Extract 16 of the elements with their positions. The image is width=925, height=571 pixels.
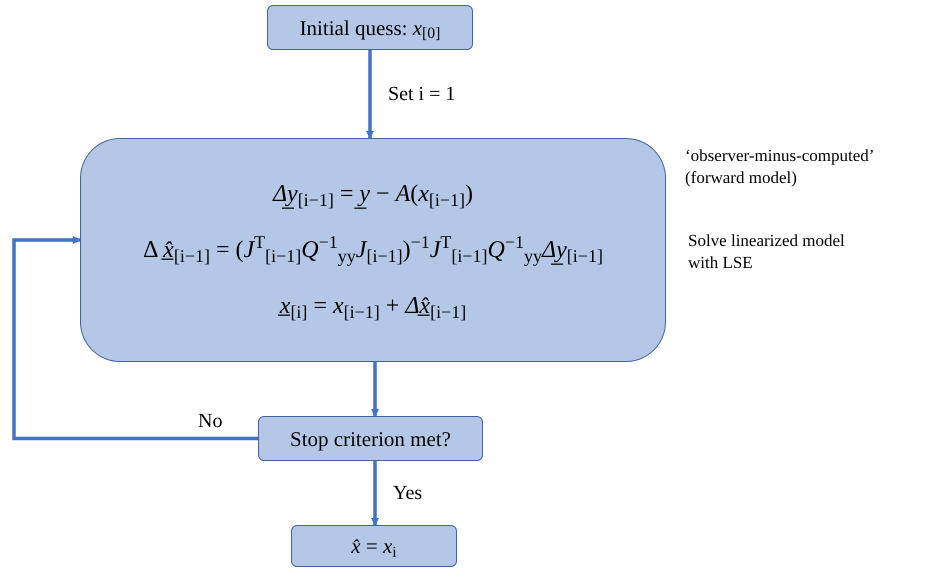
annotation: ‘observer-minus-computed’ (forward model): [685, 145, 874, 189]
box-label: Initial quess: x$_{[0]}$: [300, 14, 440, 40]
step-box: [291, 525, 457, 567]
process-box: [80, 138, 666, 362]
formula: Δ x̲̂$_{[i−1]}$ = (J$^{T}$$_{[i−1]}$Q$^{−1}$$_{yy}$J$_{[i−1]}$)$^{−1}$J$^{T}$$_{[i−1]}$Q$^{−1}$$_{yy}$Δy̲$_{[i−1]}$: [143, 235, 603, 265]
box-label: Stop criterion met?: [290, 426, 451, 452]
formula: Δy̲$_{[i−1]}$ = y̲ − A(x$_{[i−1]}$): [272, 180, 474, 209]
arrow: [12, 236, 258, 440]
formula: x̲$_{[i]}$ = x$_{[i−1]}$ + Δx̲̂$_{[i−1]}$: [280, 292, 466, 321]
annotation: Solve linearized model with LSE: [688, 230, 846, 274]
step-box: [267, 5, 473, 50]
step-box: [258, 416, 483, 461]
box-label: x̂ = x$_{i}$: [351, 533, 397, 559]
arrow: [371, 362, 379, 417]
arrow: [371, 461, 379, 526]
arrow: [366, 50, 374, 139]
